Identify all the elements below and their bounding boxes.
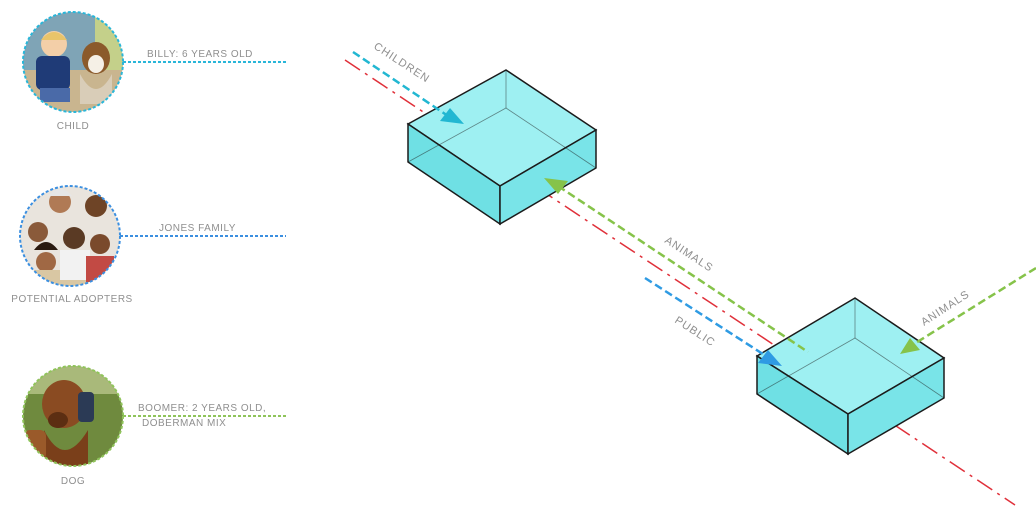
dog-photo	[23, 366, 123, 466]
animals-flow-arrow-1	[544, 178, 809, 354]
child-caption: CHILD	[57, 121, 90, 132]
public-flow-arrow	[644, 276, 782, 366]
child-name-label: BILLY: 6 YEARS OLD	[147, 49, 253, 60]
adopters-caption: POTENTIAL ADOPTERS	[11, 294, 132, 305]
animals-flow-arrow-2	[900, 266, 1036, 354]
child-photo	[23, 12, 123, 112]
volume-box-1	[406, 69, 598, 226]
children-flow-label: CHILDREN	[371, 40, 431, 85]
dog-caption: DOG	[61, 476, 85, 487]
persona-dog: BOOMER: 2 YEARS OLD, DOBERMAN MIX DOG	[22, 365, 286, 487]
animals-flow-label-2: ANIMALS	[919, 288, 972, 328]
animals-flow-label-1: ANIMALS	[662, 234, 715, 274]
adopters-name-label: JONES FAMILY	[159, 223, 236, 234]
dog-name-label: BOOMER: 2 YEARS OLD,	[138, 403, 266, 414]
adopters-photo	[20, 186, 120, 286]
children-flow-arrow	[352, 50, 464, 124]
dog-name-label-line2: DOBERMAN MIX	[142, 418, 226, 429]
persona-child: BILLY: 6 YEARS OLD CHILD	[22, 11, 286, 132]
volume-box-2	[755, 297, 946, 456]
persona-adopters: JONES FAMILY POTENTIAL ADOPTERS	[11, 185, 286, 305]
